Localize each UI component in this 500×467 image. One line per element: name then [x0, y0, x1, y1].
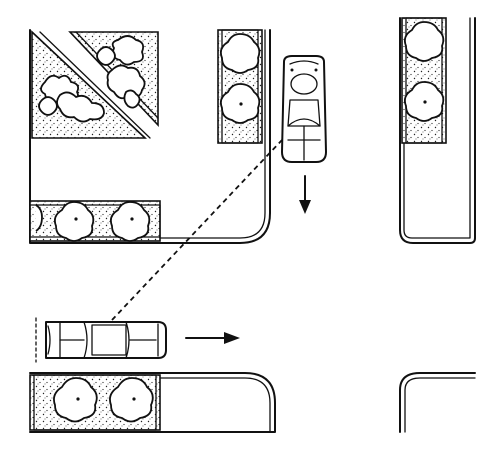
triangle-planter-right	[68, 31, 159, 128]
triangle-planter-left	[31, 30, 151, 139]
shrub-icon	[38, 96, 58, 116]
shrub-icon	[109, 201, 151, 242]
shrub-icon	[403, 21, 445, 62]
planter-east-upper-left	[217, 29, 263, 144]
corner-lot-upper-left	[29, 29, 271, 244]
direction-arrow-east	[185, 332, 240, 344]
shrub-icon	[96, 46, 116, 66]
shrub-icon	[123, 89, 141, 109]
shrub-icon	[35, 204, 43, 232]
corner-lot-lower-right	[399, 372, 476, 433]
direction-arrow-south	[299, 175, 311, 214]
shrub-icon	[53, 377, 98, 423]
shrub-icon	[53, 201, 95, 242]
car-southbound	[281, 55, 327, 163]
car-eastbound	[35, 317, 167, 363]
shrub-icon	[56, 91, 105, 123]
shrub-icon	[109, 377, 154, 423]
shrub-icon	[111, 35, 145, 66]
planter-south-upper-left	[29, 200, 161, 242]
corner-lot-lower-left	[29, 372, 276, 433]
corner-lot-upper-right	[399, 17, 476, 244]
shrub-icon	[219, 33, 261, 74]
